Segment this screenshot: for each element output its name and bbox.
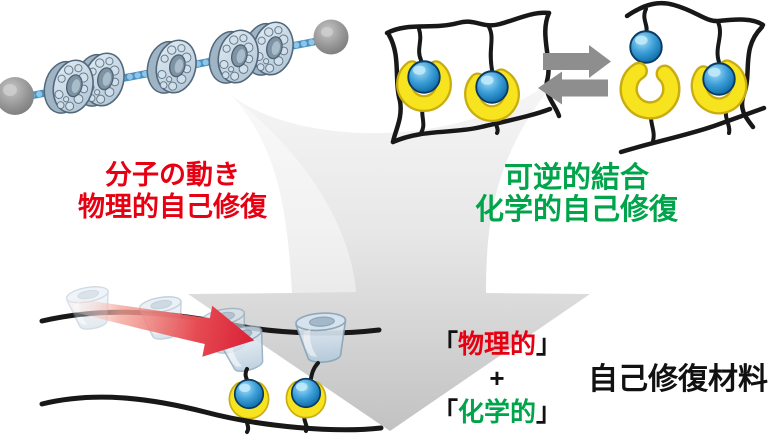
polymer-chain	[39, 394, 384, 433]
guest-ball-icon	[233, 378, 265, 410]
guest-ball-icon	[290, 377, 322, 409]
physical-term: 物理的	[457, 329, 536, 359]
chemical-term: 化学的	[457, 397, 536, 427]
close-bracket: 」	[536, 397, 563, 427]
physical-term-line: 「物理的」	[402, 327, 592, 361]
stopper-highlight	[321, 27, 333, 37]
slide-direction-arrow-icon	[60, 297, 255, 357]
free-guest-ball-icon	[629, 30, 663, 64]
close-bracket: 」	[536, 329, 563, 359]
guest-ball-icon	[475, 70, 509, 104]
chemical-self-healing-caption: 可逆的結合 化学的自己修復	[454, 162, 699, 226]
big-process-arrow-icon	[188, 72, 590, 431]
free-host-cup-icon	[627, 70, 673, 112]
caption-line: 分子の動き	[105, 160, 240, 190]
sliding-rings-illustration	[39, 283, 384, 434]
caption-line: 化学的自己修復	[474, 194, 678, 226]
polyrotaxane-illustration	[0, 15, 349, 120]
equilibrium-arrows-icon	[538, 45, 611, 105]
guest-ball-icon	[407, 60, 441, 94]
caption-line: 可逆的結合	[503, 162, 649, 194]
cyclodextrin-ring-icon	[141, 33, 202, 100]
open-bracket: 「	[431, 329, 458, 359]
stopper-sphere-icon	[313, 19, 349, 55]
stopper-sphere-icon	[0, 77, 34, 115]
host-guest-network-bound-illustration	[384, 10, 562, 145]
conclusion-formula: 「物理的」 + 「化学的」	[402, 327, 592, 429]
guest-ball-icon	[702, 62, 736, 96]
stopper-highlight	[3, 84, 17, 96]
result-material-label: 自己修復材料	[588, 363, 768, 396]
physical-self-healing-caption: 分子の動き 物理的自己修復	[50, 159, 295, 223]
open-bracket: 「	[431, 397, 458, 427]
chemical-term-line: 「化学的」	[402, 395, 592, 429]
caption-line: 物理的自己修復	[78, 192, 267, 222]
plus-sign: +	[489, 363, 505, 393]
host-guest-network-dissociated-illustration	[621, 0, 767, 155]
